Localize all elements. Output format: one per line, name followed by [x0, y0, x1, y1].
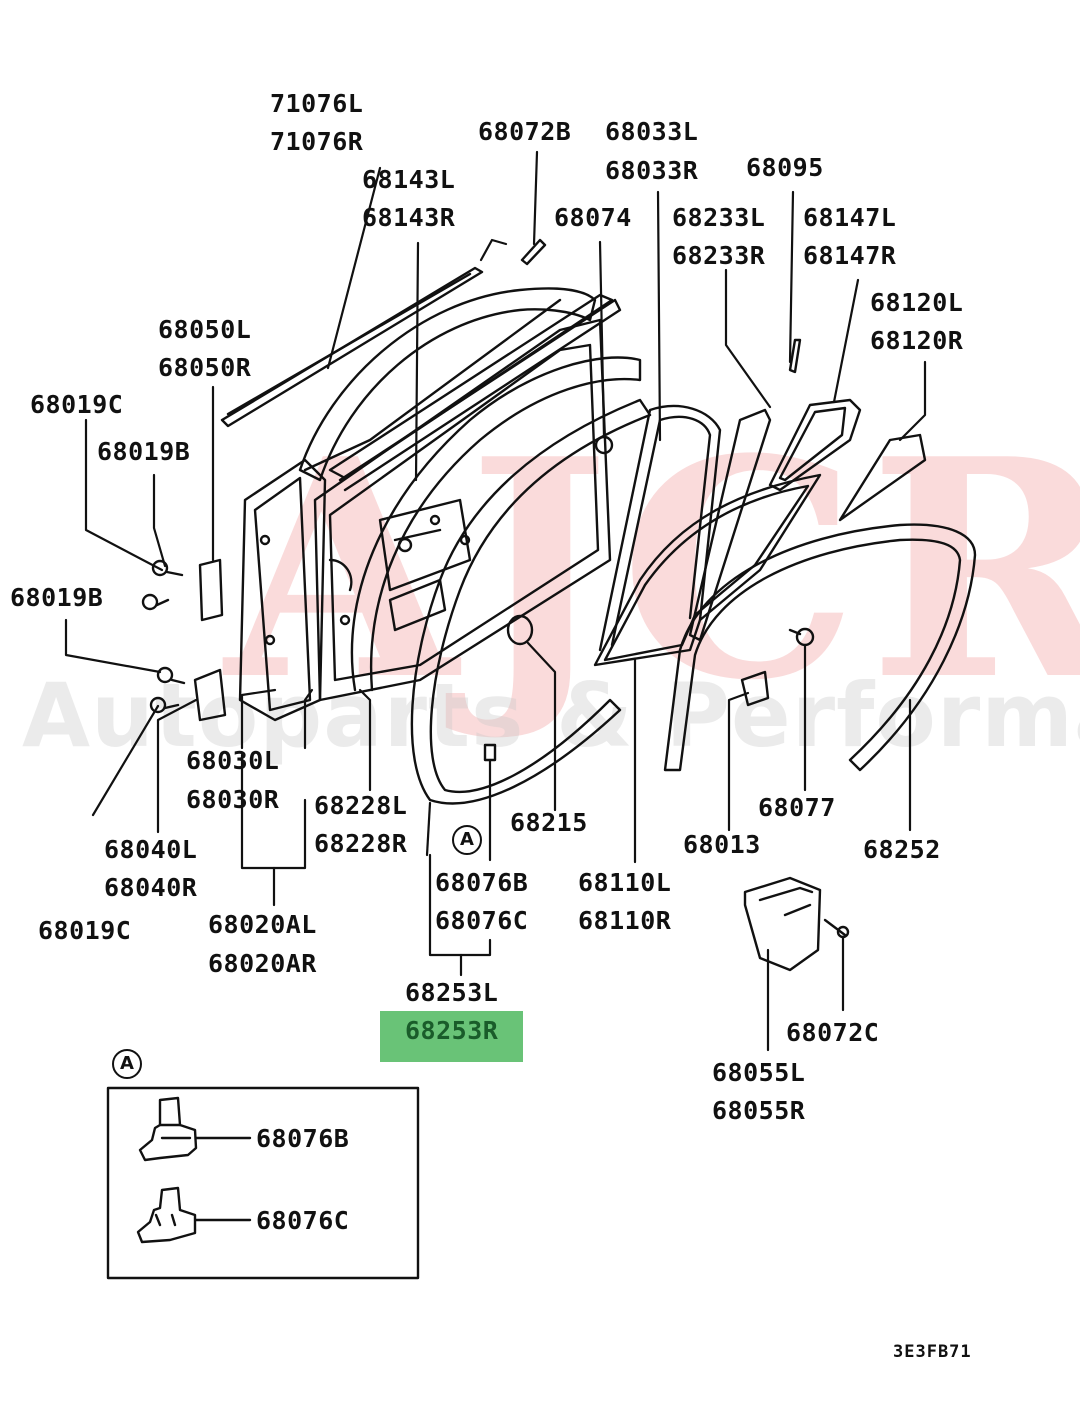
part-71076R: 71076R — [270, 127, 364, 156]
part-71076L: 71076L — [270, 89, 364, 118]
part-68110R: 68110R — [578, 906, 672, 935]
fixed-glass — [838, 433, 927, 522]
part-68055L: 68055L — [712, 1058, 806, 1087]
part-68143L: 68143L — [362, 165, 456, 194]
door-shell — [238, 287, 612, 722]
part-68076C: 68076C — [435, 906, 529, 935]
belt-molding-strip — [220, 266, 484, 428]
part-68233L: 68233L — [672, 203, 766, 232]
part-68020AL: 68020AL — [208, 910, 317, 939]
part-68050L: 68050L — [158, 315, 252, 344]
quarter-window-inner — [778, 406, 847, 482]
part-68050R: 68050R — [158, 353, 252, 382]
door-hinges — [141, 558, 227, 722]
part-68147R: 68147R — [803, 241, 897, 270]
part-68040R: 68040R — [104, 873, 198, 902]
part-68019C-bottom: 68019C — [38, 916, 132, 945]
part-68147L: 68147L — [803, 203, 897, 232]
part-68228R: 68228R — [314, 829, 408, 858]
center-sash — [688, 408, 772, 642]
inset-marker-a: A — [112, 1049, 142, 1079]
part-68120L: 68120L — [870, 288, 964, 317]
part-68072C: 68072C — [786, 1018, 880, 1047]
part-68020AR: 68020AR — [208, 949, 317, 978]
part-68253L: 68253L — [405, 978, 499, 1007]
sash-trim — [328, 293, 614, 480]
selected-part-highlight — [380, 1011, 523, 1062]
inset-part-68076B: 68076B — [256, 1124, 350, 1153]
part-68074: 68074 — [554, 203, 632, 232]
part-68033R: 68033R — [605, 156, 699, 185]
part-68233R: 68233R — [672, 241, 766, 270]
glass-run-channel — [598, 404, 722, 652]
part-68143R: 68143R — [362, 203, 456, 232]
part-68252: 68252 — [863, 835, 941, 864]
inset-part-68076C: 68076C — [256, 1206, 350, 1235]
part-68076B: 68076B — [435, 868, 529, 897]
part-68013: 68013 — [683, 830, 761, 859]
part-68019C-top: 68019C — [30, 390, 124, 419]
callout-marker-a: A — [452, 825, 482, 855]
door-bumper — [506, 614, 534, 646]
inner-belt-strip — [338, 298, 622, 492]
part-68019B-top: 68019B — [97, 437, 191, 466]
door-opening-weatherstrip — [663, 523, 977, 772]
part-68120R: 68120R — [870, 326, 964, 355]
part-68110L: 68110L — [578, 868, 672, 897]
part-68040L: 68040L — [104, 835, 198, 864]
diagram-code: 3E3FB71 — [893, 1342, 972, 1362]
door-inner-seal — [350, 356, 642, 692]
window-glass — [593, 473, 822, 667]
retaining-clip — [740, 670, 770, 707]
part-68095: 68095 — [746, 153, 824, 182]
door-check-cover — [743, 876, 822, 972]
part-68253R-selected[interactable]: 68253R — [405, 1016, 499, 1045]
part-68055R: 68055R — [712, 1096, 806, 1125]
part-68077: 68077 — [758, 793, 836, 822]
quarter-window — [768, 398, 862, 492]
part-68215: 68215 — [510, 808, 588, 837]
part-68072B-top: 68072B — [478, 117, 572, 146]
door-weatherstrip — [410, 398, 652, 805]
part-68228L: 68228L — [314, 791, 408, 820]
part-68033L: 68033L — [605, 117, 699, 146]
inset-box — [106, 1086, 420, 1280]
part-68019B-mid: 68019B — [10, 583, 104, 612]
screws — [483, 238, 850, 939]
part-68030R: 68030R — [186, 785, 280, 814]
part-68030L: 68030L — [186, 746, 280, 775]
watermark-logo: AJCR — [225, 393, 1080, 746]
leader-lines — [64, 150, 927, 1052]
